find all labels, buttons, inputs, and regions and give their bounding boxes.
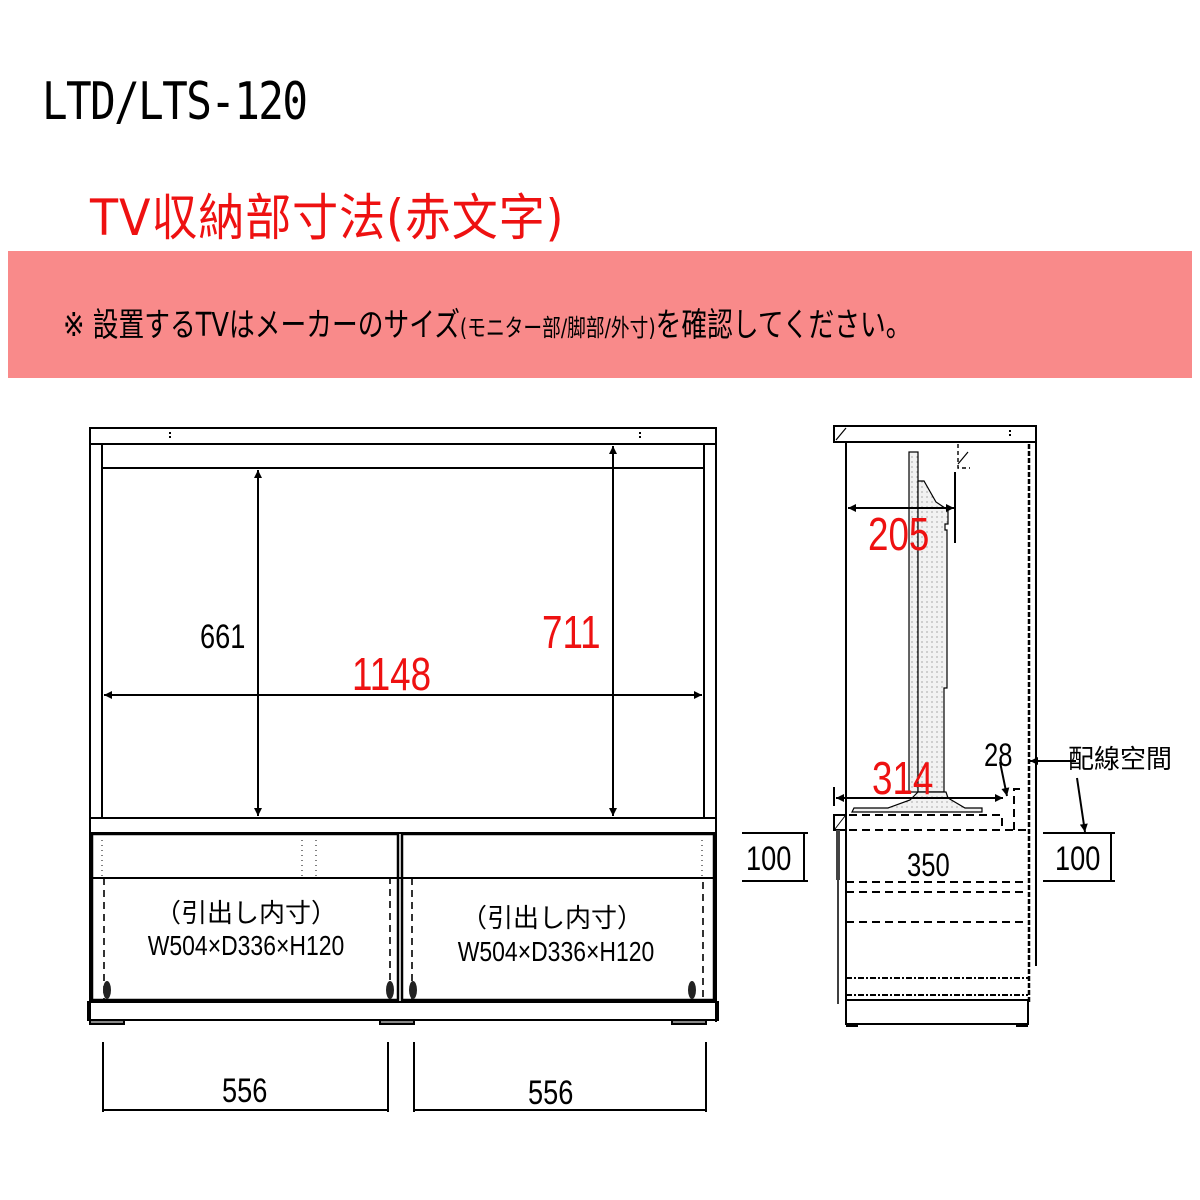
notice-prefix: ※ 設置するTVはメーカーのサイズ [63,305,460,344]
side-dimension-lines [833,504,1115,882]
notice-suffix: を確認してください。 [655,305,912,344]
top-board [89,427,717,445]
dim-base-depth-red: 314 [872,752,933,804]
dim-inner-height-red: 711 [542,606,601,658]
wiring-space-label: 配線空間 [1068,744,1172,774]
dim-tv-depth-red: 205 [868,508,929,560]
dim-drawer-width-right: 556 [528,1073,573,1112]
drawer-left-label: （引出し内寸） [155,898,337,928]
side-view [833,425,1037,1027]
front-dimension-lines [102,446,808,1112]
dim-inner-width-red: 1148 [352,648,431,700]
dim-drawer-width-left: 556 [222,1071,267,1110]
notice-text: ※ 設置するTVはメーカーのサイズ(モニター部/脚部/外寸)を確認してください。 [63,298,912,346]
drawer-left-size: W504×D336×H120 [148,931,344,962]
notice-paren: (モニター部/脚部/外寸) [459,314,656,342]
drawer-left [90,832,400,1002]
drawer-right-size: W504×D336×H120 [458,937,654,968]
model-number: LTD/LTS-120 [42,72,308,132]
dim-drawer-depth: 350 [907,848,950,883]
dim-drawer-front-height: 100 [746,839,791,878]
diagram-subtitle: TV収納部寸法(赤文字) [90,189,565,247]
shelf-board [89,817,717,834]
notice-banner [8,251,1192,378]
front-view [87,427,719,1025]
dim-side-drawer-front-height: 100 [1055,839,1100,878]
drawer-right-label: （引出し内寸） [461,903,643,933]
drawer-right [400,832,716,1002]
dim-gap: 28 [984,738,1012,773]
dim-inner-height-black: 661 [200,617,245,656]
